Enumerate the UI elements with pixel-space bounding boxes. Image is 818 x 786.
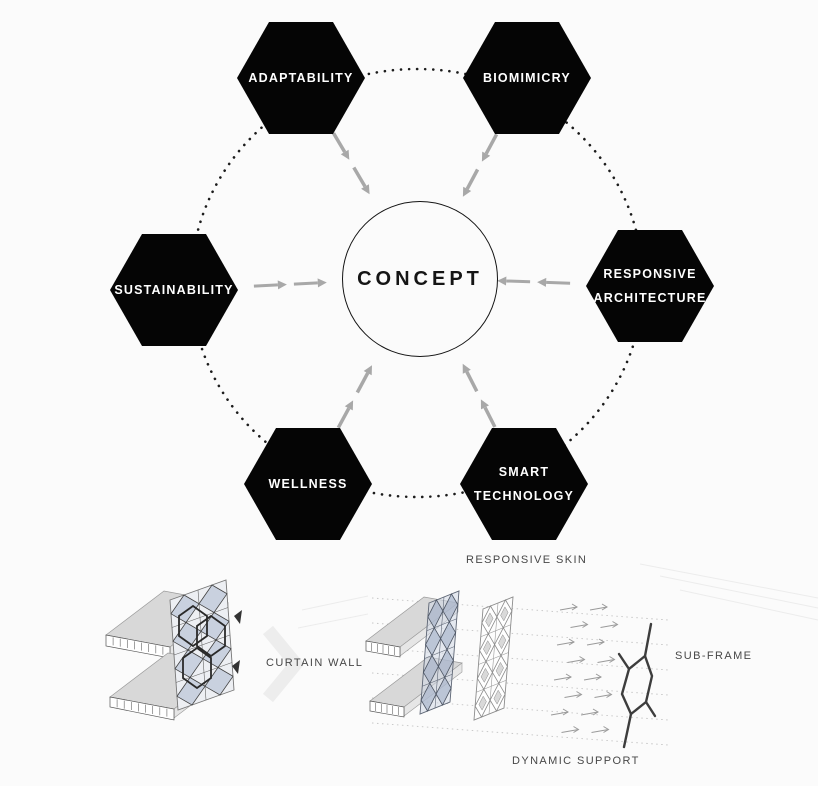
arrow-spokes (253, 132, 571, 429)
skin-frame-web (178, 604, 242, 690)
responsive-skin-panel (473, 596, 514, 721)
sub-frame-outline (617, 622, 657, 749)
arrow-spoke-adaptability (331, 132, 370, 195)
dynamic-support-arrows (550, 603, 619, 733)
glazing-panel (419, 590, 460, 715)
hexagon-sustainability: SUSTAINABILITY (110, 234, 238, 346)
arrow-spoke-smart-technology (462, 363, 497, 428)
hexagon-wellness: WELLNESS (244, 428, 372, 540)
arrow-spoke-responsive-architecture (497, 276, 571, 287)
arrow-spoke-biomimicry (462, 133, 499, 197)
faint-projection-lines (297, 563, 818, 629)
arrow-spoke-sustainability (253, 278, 327, 290)
hexagon-label: ADAPTABILITY (248, 71, 354, 85)
label-sub-frame: SUB-FRAME (675, 650, 753, 662)
label-curtain-wall: CURTAIN WALL (266, 657, 364, 669)
hexagon-label: SMART (498, 465, 550, 479)
concept-label: CONCEPT (357, 267, 483, 290)
arrow-spoke-wellness (336, 365, 372, 429)
hexagon-label: RESPONSIVE (603, 267, 697, 281)
curtain-wall-exploded-view (105, 563, 818, 749)
hexagon-label: WELLNESS (268, 477, 348, 491)
hexagon-biomimicry: BIOMIMICRY (463, 22, 591, 134)
label-dynamic-support: DYNAMIC SUPPORT (512, 755, 640, 767)
hexagon-label: SUSTAINABILITY (114, 283, 234, 297)
assembled-skin-panel (169, 579, 235, 711)
label-responsive-skin: RESPONSIVE SKIN (466, 554, 588, 566)
chevron-right-icon (262, 625, 305, 703)
concept-circle: CONCEPT (342, 201, 498, 357)
hexagon-adaptability: ADAPTABILITY (237, 22, 365, 134)
hexagon-label: BIOMIMICRY (483, 71, 571, 85)
hexagon-shape (244, 428, 372, 540)
hexagon-shape (237, 22, 365, 134)
